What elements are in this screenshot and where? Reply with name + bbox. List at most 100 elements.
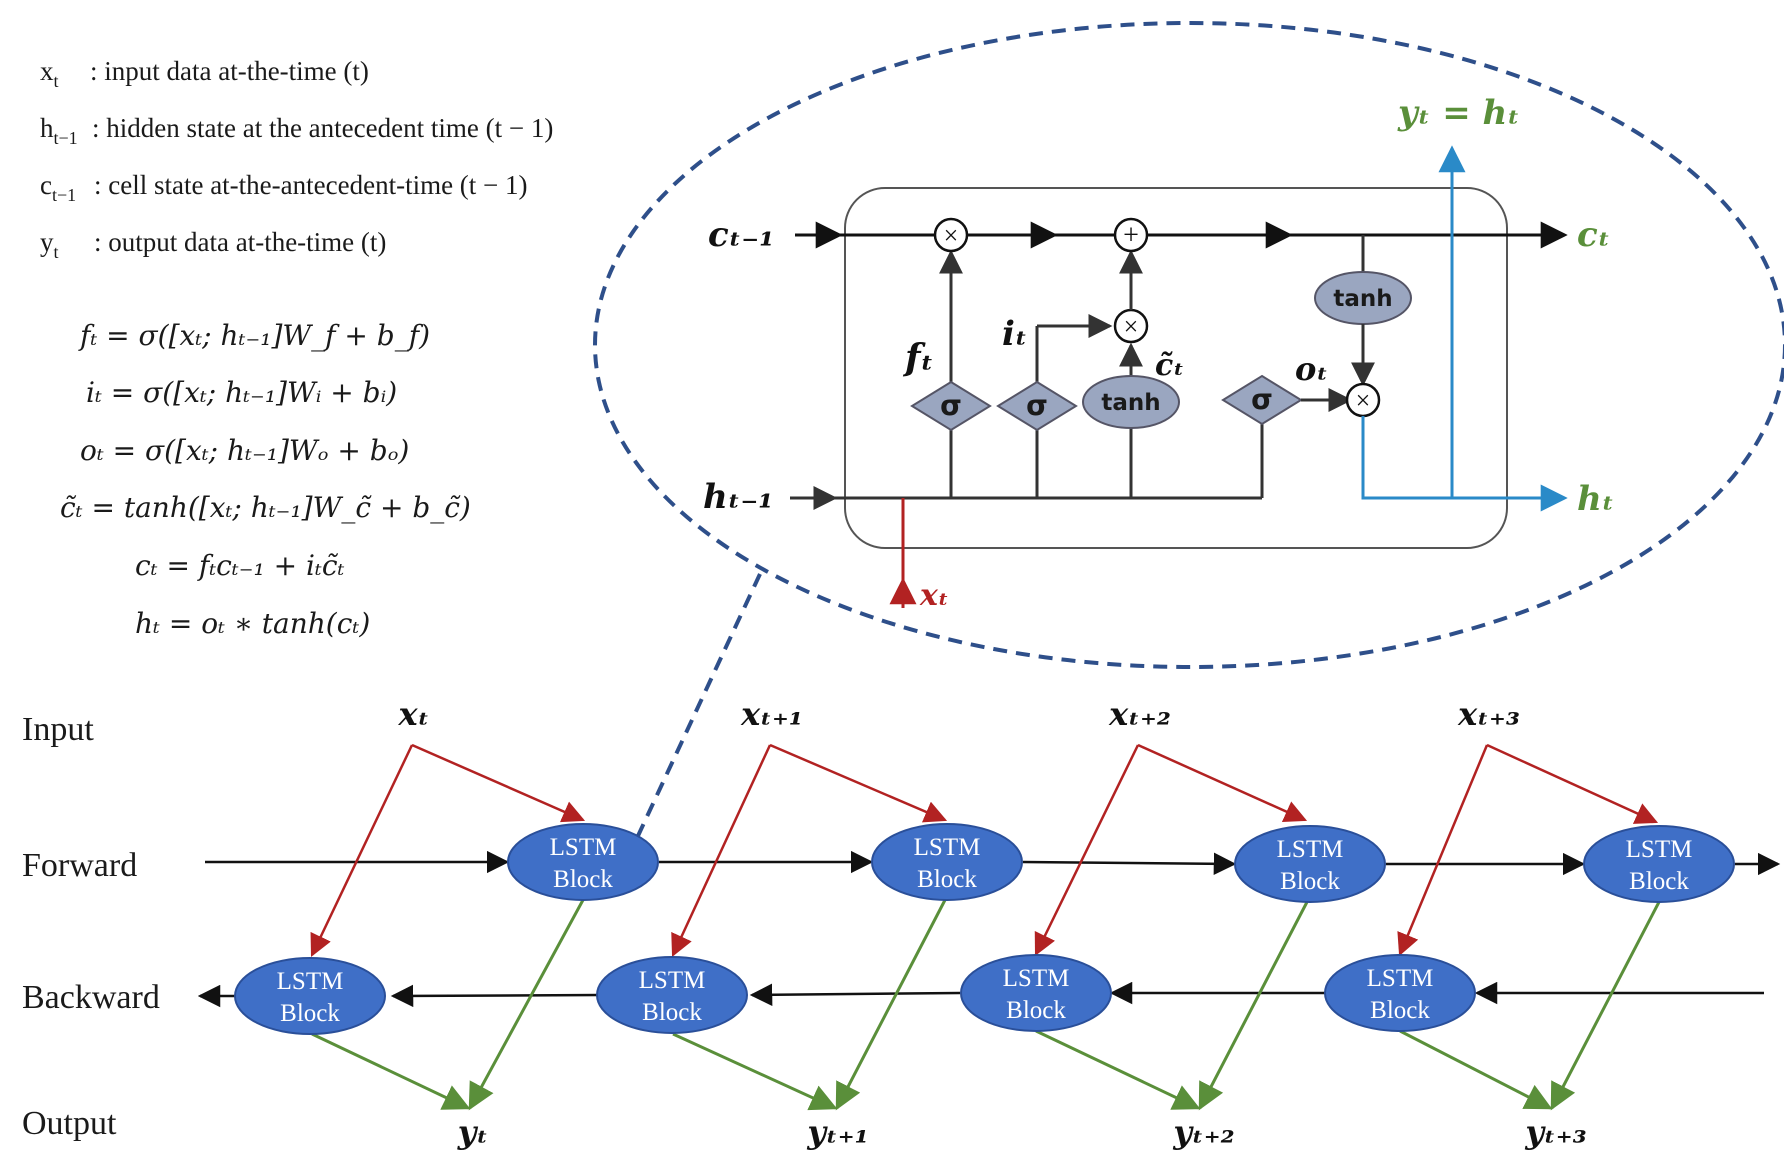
- block-line2: Block: [1629, 868, 1689, 895]
- equation-output: oₜ = σ([xₜ; hₜ₋₁]Wₒ + bₒ): [80, 434, 409, 467]
- legend-desc: : input data at-the-time (t): [90, 56, 369, 86]
- lstm-block-forward: LSTM Block: [1583, 825, 1735, 903]
- block-line2: Block: [553, 866, 613, 893]
- input-arrow-forward: [411, 743, 586, 823]
- legend-row-h: ht−1 : hidden state at the antecedent ti…: [40, 113, 553, 148]
- row-label-backward: Backward: [22, 979, 160, 1016]
- h-output-path: [1361, 416, 1568, 512]
- svg-text:yt: yt: [40, 227, 59, 262]
- multiply-forget: [933, 217, 969, 253]
- legend-sym: y: [40, 227, 54, 257]
- legend-row-c: ct−1 : cell state at-the-antecedent-time…: [40, 170, 528, 205]
- label-y-out: yₜ = hₜ: [1397, 93, 1520, 133]
- row-label-output: Output: [22, 1105, 117, 1142]
- backward-arrow: [749, 983, 961, 1007]
- lstm-cell-detail: σ × fₜ σ iₜ tanh × c̃ₜ + σ oₜ tanh ×: [703, 93, 1614, 613]
- output-arrows: [311, 899, 1661, 1111]
- output-arrow-forward: [468, 899, 585, 1111]
- input-label: xₜ₊₃: [1457, 695, 1520, 733]
- legend-desc: : output data at-the-time (t): [94, 227, 386, 257]
- lstm-block-backward: LSTM Block: [596, 956, 748, 1034]
- block-shape: [871, 823, 1023, 901]
- input-arrow-forward: [769, 743, 948, 823]
- block-line1: LSTM: [639, 967, 706, 994]
- output-arrow-backward: [1035, 1029, 1201, 1110]
- input-arrow-forward: [1137, 743, 1308, 822]
- svg-text:ht−1: ht−1: [40, 113, 78, 148]
- add-node: [1113, 217, 1149, 253]
- plus-icon: +: [1123, 220, 1139, 251]
- block-shape: [960, 954, 1112, 1032]
- output-arrow-forward: [1198, 901, 1309, 1111]
- forward-chain: [205, 850, 1781, 876]
- legend-sub: t−1: [54, 128, 78, 148]
- legend-desc: : cell state at-the-antecedent-time (t −…: [94, 170, 528, 200]
- block-shape: [234, 957, 386, 1035]
- block-line1: LSTM: [550, 834, 617, 861]
- input-arrow-backward: [671, 744, 772, 958]
- block-line1: LSTM: [1626, 836, 1693, 863]
- input-label: xₜ₊₂: [1108, 695, 1171, 733]
- legend: xt : input data at-the-time (t) ht−1 : h…: [40, 56, 553, 262]
- lstm-block-backward: LSTM Block: [234, 957, 386, 1035]
- input-label: xₜ₊₁: [740, 695, 803, 733]
- backward-chain: [197, 981, 1764, 1008]
- output-arrow-backward: [1399, 1029, 1553, 1110]
- input-label: xₜ: [398, 695, 430, 733]
- backward-arrow: [390, 984, 601, 1008]
- output-gate-sigma: [1221, 374, 1303, 426]
- block-line2: Block: [280, 1000, 340, 1027]
- label-c-prev: cₜ₋₁: [708, 215, 774, 255]
- label-i-gate: iₜ: [1002, 314, 1028, 354]
- output-label: yₜ₊₂: [1172, 1113, 1234, 1151]
- legend-sym: x: [40, 56, 54, 86]
- label-x-in: xₜ: [919, 578, 949, 613]
- legend-row-y: yt : output data at-the-time (t): [40, 227, 386, 262]
- label-o-gate: oₜ: [1295, 350, 1328, 388]
- block-shape: [1234, 825, 1386, 903]
- equation-cell: cₜ = fₜcₜ₋₁ + iₜc̃ₜ: [135, 549, 345, 582]
- block-line1: LSTM: [1367, 965, 1434, 992]
- block-line2: Block: [1370, 997, 1430, 1024]
- output-label: yₜ₊₃: [1524, 1113, 1586, 1151]
- legend-sym: c: [40, 170, 52, 200]
- legend-sub: t−1: [52, 185, 76, 205]
- block-shape: [596, 956, 748, 1034]
- block-shape: [1324, 954, 1476, 1032]
- legend-row-x: xt : input data at-the-time (t): [40, 56, 369, 91]
- label-h-prev: hₜ₋₁: [703, 477, 773, 517]
- legend-sym: h: [40, 113, 54, 143]
- lstm-block-backward: LSTM Block: [1324, 954, 1476, 1032]
- legend-sub: t: [54, 71, 59, 91]
- row-label-input: Input: [22, 711, 94, 748]
- equation-candidate: c̃ₜ = tanh([xₜ; hₜ₋₁]W_c̃ + b_c̃): [60, 491, 471, 524]
- multiply-icon: ×: [1124, 312, 1139, 341]
- tanh-label: tanh: [1333, 286, 1392, 312]
- row-label-forward: Forward: [22, 847, 137, 884]
- lstm-block-forward: LSTM Block: [507, 823, 659, 901]
- label-c-tilde: c̃ₜ: [1155, 348, 1184, 383]
- forget-gate-sigma: [910, 380, 992, 432]
- output-label: yₜ₊₁: [806, 1113, 868, 1151]
- multiply-icon: ×: [944, 221, 959, 250]
- output-arrow-forward: [835, 899, 947, 1111]
- input-gate-sigma: [996, 380, 1078, 432]
- label-f-gate: fₜ: [902, 337, 934, 379]
- zoom-ellipse: [593, 21, 1784, 669]
- block-line1: LSTM: [277, 968, 344, 995]
- multiply-icon: ×: [1356, 386, 1371, 415]
- output-arrow-forward: [1550, 901, 1661, 1111]
- candidate-tanh: [1082, 375, 1180, 429]
- input-arrow-forward: [1486, 743, 1659, 824]
- forward-arrow: [1022, 852, 1237, 876]
- legend-sub: t: [54, 242, 59, 262]
- lstm-block-backward: LSTM Block: [960, 954, 1112, 1032]
- block-line2: Block: [642, 999, 702, 1026]
- equations: fₜ = σ([xₜ; hₜ₋₁]W_f + b_f) iₜ = σ([xₜ; …: [60, 319, 471, 640]
- output-label: yₜ: [457, 1113, 488, 1151]
- block-line2: Block: [1006, 997, 1066, 1024]
- block-shape: [1583, 825, 1735, 903]
- output-arrow-backward: [672, 1032, 838, 1111]
- input-arrow-backward: [310, 744, 414, 958]
